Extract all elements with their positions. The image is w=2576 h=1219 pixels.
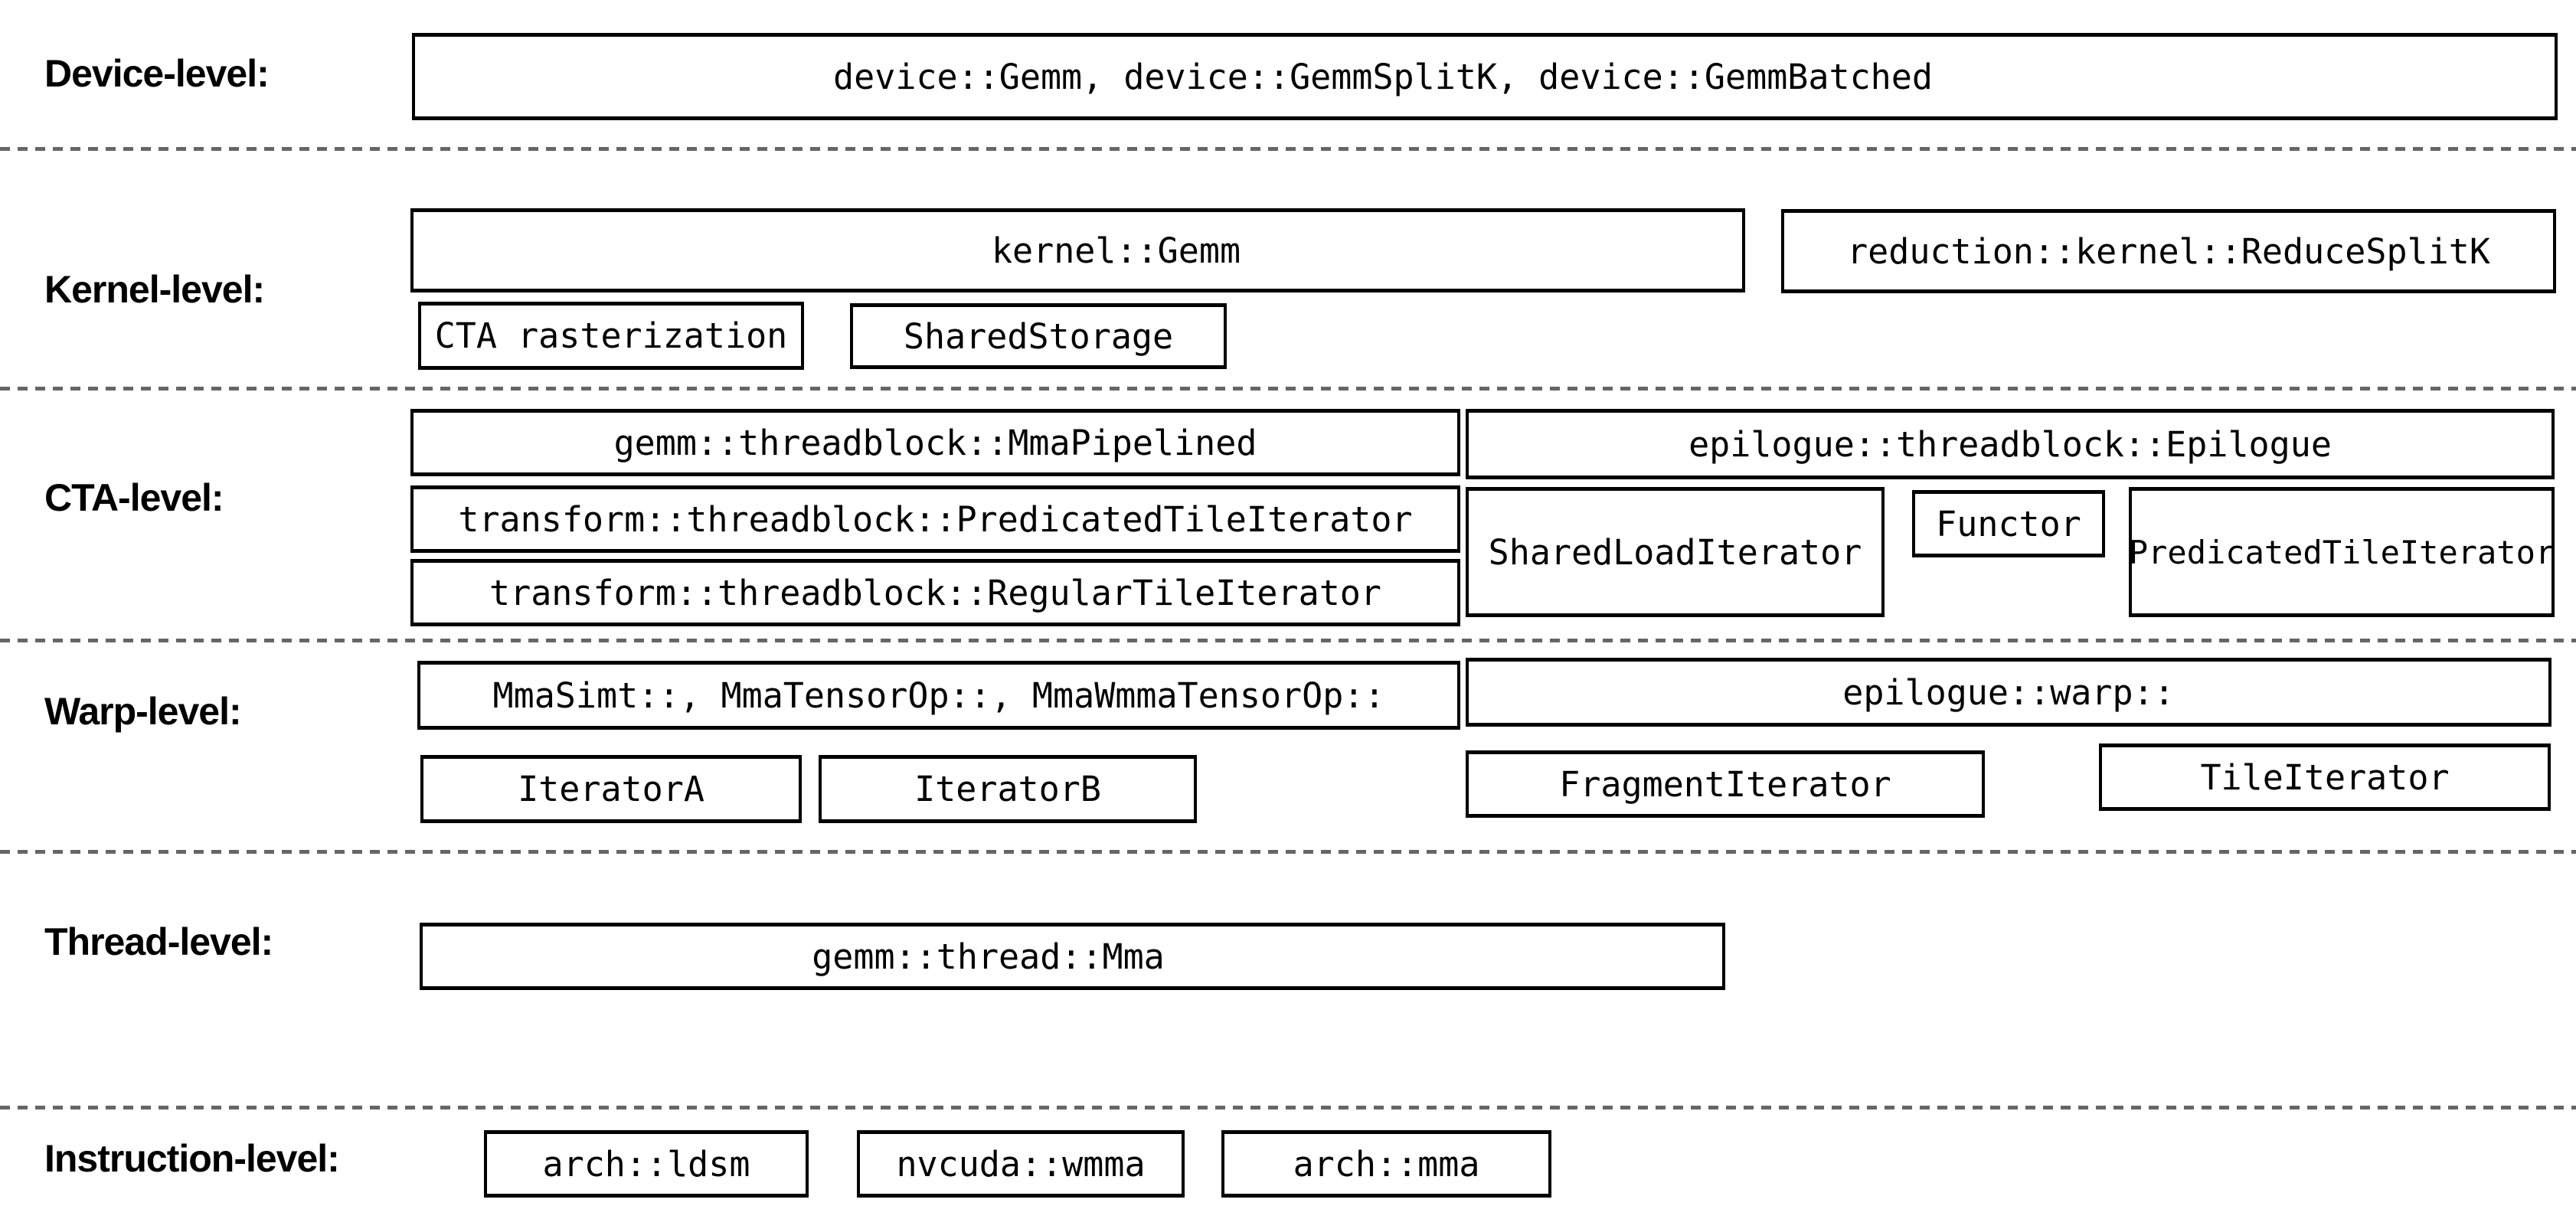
dashed-separator — [0, 147, 2576, 151]
box-epilogue-threadblock: epilogue::threadblock::Epilogue — [1466, 409, 2555, 479]
cta-level-label: CTA-level: — [44, 476, 224, 519]
box-iterator-b: IteratorB — [819, 755, 1197, 823]
box-iterator-a: IteratorA — [420, 755, 802, 823]
box-reduction-kernel-reducesplitk: reduction::kernel::ReduceSplitK — [1781, 209, 2556, 293]
box-thread-mma: gemm::thread::Mma — [420, 923, 1725, 990]
dashed-separator — [0, 850, 2576, 854]
thread-level-label: Thread-level: — [44, 920, 273, 963]
box-kernel-gemm: kernel::Gemm — [410, 208, 1745, 292]
device-level-label: Device-level: — [44, 52, 270, 95]
box-mma-pipelined: gemm::threadblock::MmaPipelined — [410, 409, 1460, 476]
box-shared-load-iterator: SharedLoadIterator — [1466, 487, 1885, 617]
box-device-gemm: device::Gemm, device::GemmSplitK, device… — [412, 33, 2558, 120]
box-predicated-tile-iterator-transform: transform::threadblock::PredicatedTileIt… — [410, 485, 1460, 553]
box-nvcuda-wmma: nvcuda::wmma — [857, 1130, 1185, 1198]
box-epilogue-warp: epilogue::warp:: — [1466, 658, 2551, 727]
box-cta-rasterization: CTA rasterization — [418, 302, 804, 370]
warp-level-label: Warp-level: — [44, 690, 242, 733]
dashed-separator — [0, 639, 2576, 642]
kernel-level-label: Kernel-level: — [44, 268, 265, 311]
box-fragment-iterator: FragmentIterator — [1466, 750, 1985, 818]
dashed-separator — [0, 387, 2576, 391]
box-predicated-tile-iterator-epilogue: PredicatedTileIterator — [2129, 487, 2555, 617]
instruction-level-label: Instruction-level: — [44, 1137, 340, 1180]
box-tile-iterator: TileIterator — [2099, 743, 2551, 811]
box-arch-mma: arch::mma — [1221, 1130, 1551, 1198]
box-shared-storage: SharedStorage — [850, 303, 1227, 369]
box-arch-ldsm: arch::ldsm — [484, 1130, 809, 1198]
dashed-separator — [0, 1106, 2576, 1110]
box-regular-tile-iterator: transform::threadblock::RegularTileItera… — [410, 559, 1460, 626]
box-functor: Functor — [1912, 490, 2105, 557]
box-mma-variants: MmaSimt::, MmaTensorOp::, MmaWmmaTensorO… — [417, 661, 1460, 730]
